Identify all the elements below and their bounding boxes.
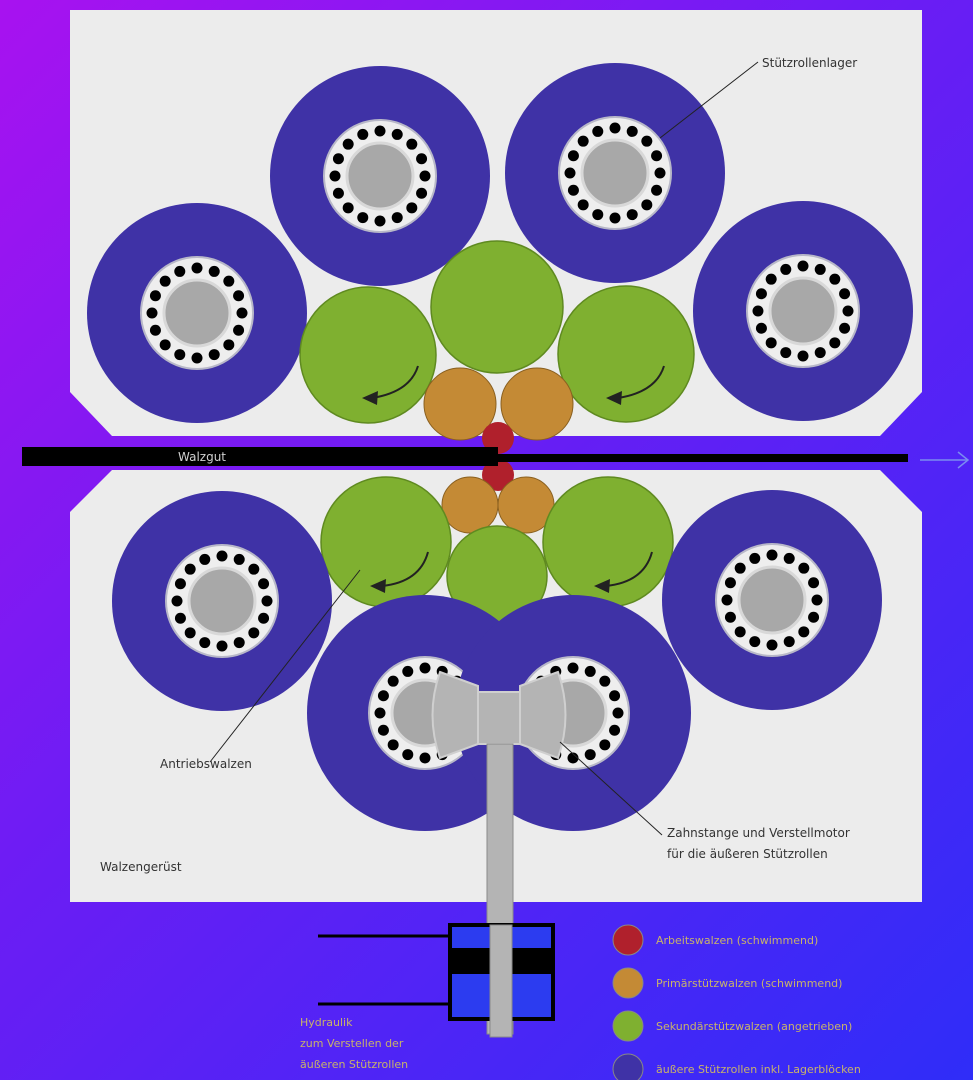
leader-line <box>559 741 663 836</box>
legend-label: äußere Stützrollen inkl. Lagerblöcken <box>656 1063 861 1076</box>
upper-drive-roll-center <box>430 240 564 374</box>
legend: Arbeitswalzen (schwimmend) Primärstützwal… <box>612 924 861 1080</box>
upper-intermediate-roll-right <box>500 367 574 441</box>
upper-drive-roll-left <box>299 286 437 424</box>
rotation-arrow-icon <box>605 551 653 587</box>
upper-backup-roll-center-left <box>270 66 490 286</box>
antriebswalzen-label: Antriebswalzen <box>160 757 252 771</box>
legend-label: Sekundärstützwalzen (angetrieben) <box>656 1020 852 1033</box>
stuetzrollenlager-label: Stützrollenlager <box>762 56 857 70</box>
rolled-strip <box>22 447 498 466</box>
legend-swatch <box>612 967 644 999</box>
hydraulik-label-line3: äußeren Stützrollen <box>300 1058 408 1071</box>
zahnstange-label-line1: Zahnstange und Verstellmotor <box>667 826 850 840</box>
rotation-arrow-head-icon <box>370 579 386 593</box>
lower-work-roll <box>482 459 514 491</box>
legend-label: Arbeitswalzen (schwimmend) <box>656 934 818 947</box>
lower-drive-roll-left <box>320 476 452 608</box>
direction-arrow-head-icon <box>957 451 970 469</box>
legend-swatch <box>612 1053 644 1080</box>
rotation-arrow-head-icon <box>594 579 610 593</box>
hydraulik-label-line1: Hydraulik <box>300 1016 353 1029</box>
rotation-arrow-icon <box>617 365 665 399</box>
upper-backup-roll-right <box>693 201 913 421</box>
legend-swatch <box>612 1010 644 1042</box>
lower-backup-roll-left <box>112 491 332 711</box>
upper-drive-roll-right <box>557 285 695 423</box>
upper-work-roll <box>482 422 514 454</box>
hydraulik-label-line2: zum Verstellen der <box>300 1037 404 1050</box>
leader-line <box>659 61 759 139</box>
hydraulic-cylinder <box>318 923 555 1038</box>
walzgut-label: Walzgut <box>178 450 226 464</box>
rotation-arrow-icon <box>381 551 429 587</box>
zahnstange-label-line2: für die äußeren Stützrollen <box>667 847 828 861</box>
lower-backup-roll-center-right <box>455 595 691 831</box>
upper-intermediate-roll-left <box>423 367 497 441</box>
upper-backup-roll-center-right <box>505 63 725 283</box>
legend-swatch <box>612 924 644 956</box>
upper-backup-roll-left <box>87 203 307 423</box>
rotation-arrow-head-icon <box>362 391 378 405</box>
lower-intermediate-roll-left <box>441 476 499 534</box>
lower-backup-roll-right <box>662 490 882 710</box>
rolled-strip-exit <box>498 454 908 462</box>
legend-label: Primärstützwalzen (schwimmend) <box>656 977 842 990</box>
leader-line <box>209 569 361 763</box>
rotation-arrow-head-icon <box>606 391 622 405</box>
rotation-arrow-icon <box>371 365 419 399</box>
walzengeruest-label: Walzengerüst <box>100 860 182 874</box>
